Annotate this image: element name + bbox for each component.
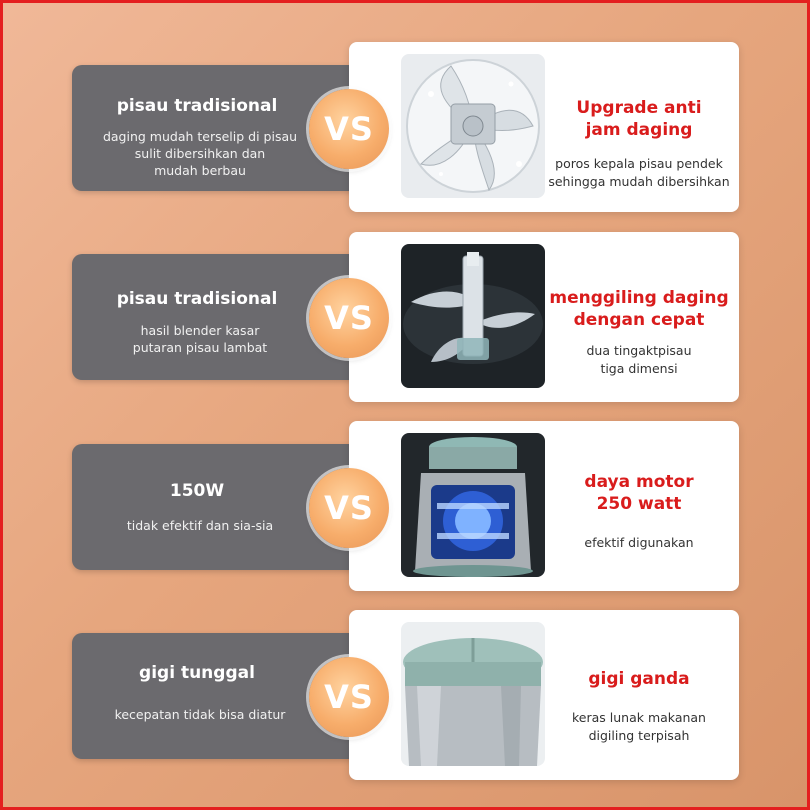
vs-badge: VS: [309, 278, 389, 358]
traditional-title: pisau tradisional: [116, 289, 278, 309]
motor-icon: [401, 433, 545, 577]
traditional-description: tidak efektif dan sia-sia: [82, 517, 318, 534]
traditional-description-line: hasil blender kasar: [140, 323, 260, 338]
traditional-description-line: mudah berbau: [154, 163, 246, 178]
traditional-description-line: daging mudah terselip di pisau: [102, 129, 298, 144]
upgrade-card: menggiling daging dengan cepat dua tinga…: [349, 232, 739, 402]
upgrade-description-line: sehingga mudah dibersihkan: [548, 174, 730, 189]
traditional-description: hasil blender kasar putaran pisau lambat: [82, 322, 318, 356]
vs-badge: VS: [309, 468, 389, 548]
upgrade-card: daya motor 250 watt efektif digunakan: [349, 421, 739, 591]
traditional-description: kecepatan tidak bisa diatur: [82, 706, 318, 723]
upgrade-card: Upgrade anti jam daging poros kepala pis…: [349, 42, 739, 212]
upgrade-description-line: dua tingaktpisau: [586, 343, 692, 358]
upgrade-description: poros kepala pisau pendek sehingga mudah…: [539, 155, 739, 191]
upgrade-title-line: gigi ganda: [588, 669, 690, 689]
upgrade-description: keras lunak makanan digiling terpisah: [539, 709, 739, 745]
comparison-row-2: pisau tradisional hasil blender kasar pu…: [3, 230, 810, 402]
traditional-title: pisau tradisional: [116, 96, 278, 116]
upgrade-title-line: dengan cepat: [573, 310, 705, 330]
traditional-description-line: putaran pisau lambat: [132, 340, 268, 355]
traditional-description-line: kecepatan tidak bisa diatur: [114, 707, 286, 722]
traditional-title: 150W: [169, 481, 225, 501]
dual-gear-icon: [401, 622, 545, 766]
comparison-row-4: gigi tunggal kecepatan tidak bisa diatur…: [3, 609, 810, 780]
upgrade-title: gigi ganda: [544, 668, 734, 690]
upgrade-title-line: daya motor: [584, 472, 694, 492]
upgrade-description-line: keras lunak makanan: [572, 710, 706, 725]
upgrade-title-line: 250 watt: [596, 494, 682, 514]
upgrade-description: efektif digunakan: [539, 534, 739, 552]
traditional-description: daging mudah terselip di pisau sulit dib…: [82, 128, 318, 179]
traditional-title: gigi tunggal: [139, 663, 255, 683]
comparison-row-1: pisau tradisional daging mudah terselip …: [3, 41, 810, 212]
blade-spin-icon: [401, 244, 545, 388]
upgrade-description-line: tiga dimensi: [600, 361, 678, 376]
upgrade-title: menggiling daging dengan cepat: [544, 287, 734, 331]
traditional-description-line: tidak efektif dan sia-sia: [126, 518, 274, 533]
upgrade-title-line: jam daging: [585, 120, 693, 140]
vs-badge: VS: [309, 657, 389, 737]
upgrade-title-line: menggiling daging: [549, 288, 729, 308]
blade-clean-icon: [401, 54, 545, 198]
upgrade-description: dua tingaktpisau tiga dimensi: [539, 342, 739, 378]
vs-badge: VS: [309, 89, 389, 169]
upgrade-title: Upgrade anti jam daging: [544, 97, 734, 141]
upgrade-card: gigi ganda keras lunak makanan digiling …: [349, 610, 739, 780]
comparison-row-3: 150W tidak efektif dan sia-sia VS: [3, 420, 810, 591]
upgrade-description-line: efektif digunakan: [584, 535, 694, 550]
upgrade-description-line: poros kepala pisau pendek: [555, 156, 723, 171]
upgrade-title: daya motor 250 watt: [544, 471, 734, 515]
traditional-description-line: sulit dibersihkan dan: [134, 146, 266, 161]
upgrade-title-line: Upgrade anti: [576, 98, 702, 118]
upgrade-description-line: digiling terpisah: [588, 728, 690, 743]
